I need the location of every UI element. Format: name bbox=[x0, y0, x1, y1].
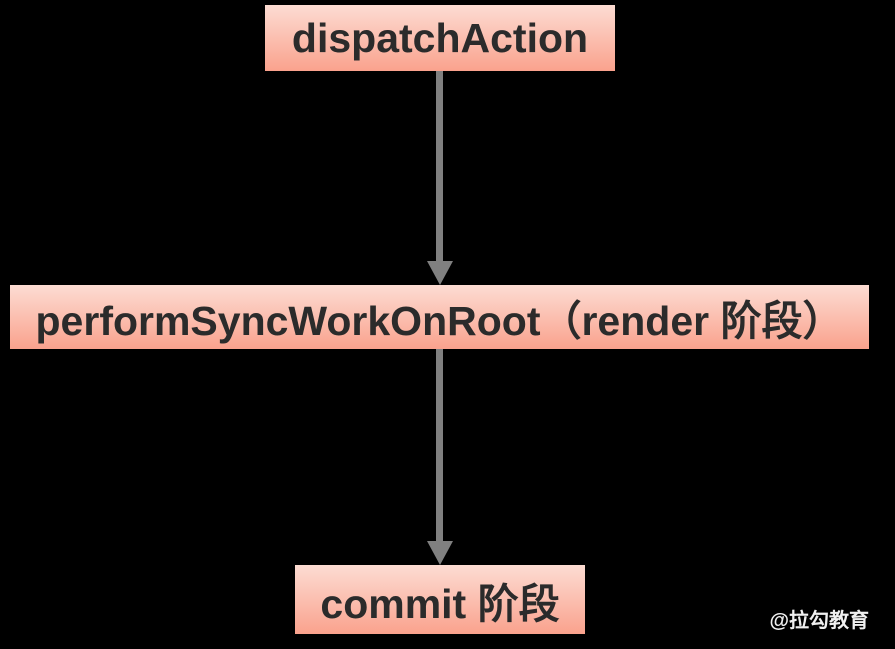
node-perform-sync-work-on-root-label: performSyncWorkOnRoot（render 阶段） bbox=[35, 298, 844, 344]
arrow-render-to-commit-shaft bbox=[436, 349, 443, 541]
arrow-render-to-commit-head-icon bbox=[427, 541, 453, 565]
node-commit-phase: commit 阶段 bbox=[295, 565, 585, 634]
arrow-dispatch-to-render-shaft bbox=[436, 71, 443, 263]
node-dispatch-action-label: dispatchAction bbox=[291, 14, 589, 61]
node-commit-phase-label: commit 阶段 bbox=[320, 580, 560, 627]
arrow-dispatch-to-render-head-icon bbox=[427, 261, 453, 285]
node-perform-sync-work-on-root: performSyncWorkOnRoot（render 阶段） bbox=[10, 285, 869, 349]
watermark: @拉勾教育 bbox=[769, 610, 869, 632]
node-dispatch-action: dispatchAction bbox=[265, 5, 615, 71]
